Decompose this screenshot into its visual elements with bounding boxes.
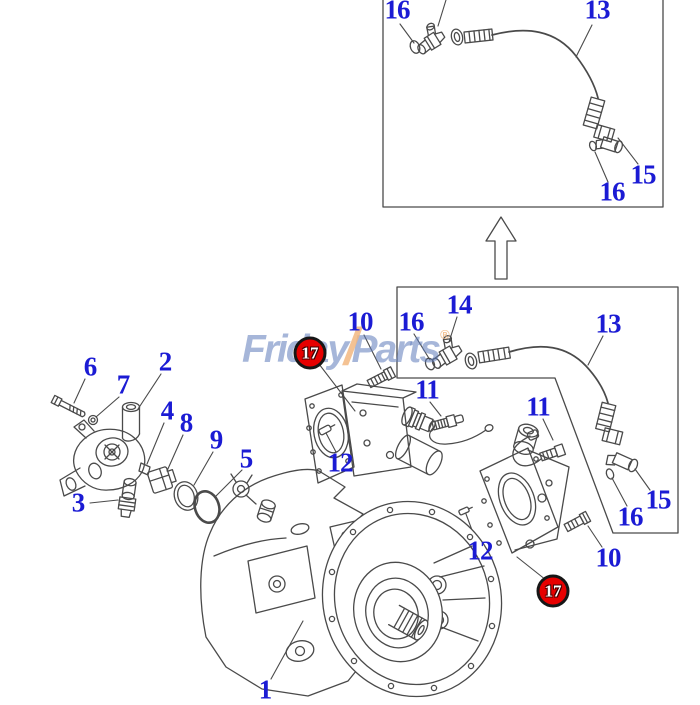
part-label-10: 10 (347, 306, 374, 337)
solenoid-drawing (401, 406, 436, 433)
valve-assembly-upper (304, 334, 494, 484)
part-label-14: 14 (446, 289, 473, 320)
o-ring-drawing (588, 140, 598, 152)
part-label-12: 12 (467, 535, 494, 566)
eyelet-clamp-drawing (230, 473, 257, 505)
part-label-2: 2 (158, 346, 172, 377)
part-label-16: 16 (599, 176, 626, 207)
part-label-11: 11 (415, 374, 439, 405)
detail-box-middle (396, 286, 679, 534)
o-ring-drawing (605, 468, 615, 480)
sensor-11-drawing (429, 414, 494, 445)
part-label-15: 15 (645, 484, 672, 515)
part-label-16: 16 (398, 306, 425, 337)
part-label-4: 4 (160, 395, 174, 426)
part-label-10: 10 (595, 542, 622, 573)
washer-7-drawing (87, 414, 99, 426)
part-label-3: 3 (71, 487, 85, 518)
part-badge-17[interactable]: 17 (536, 574, 570, 608)
part-label-16: 16 (617, 501, 644, 532)
part-label-12: 12 (327, 447, 354, 478)
gear-pump-group (50, 373, 243, 519)
cylinder-drawing (394, 434, 443, 476)
part-label-6: 6 (83, 351, 97, 382)
flange-drawing (321, 500, 503, 698)
part-label-13: 13 (584, 0, 611, 25)
part-label-9: 9 (209, 424, 223, 455)
bolt-10-drawing (366, 366, 397, 389)
plug-drawing (256, 499, 276, 523)
part-label-11: 11 (526, 391, 550, 422)
detail-box-top (382, 0, 664, 208)
part-label-16: 16 (384, 0, 411, 25)
o-ring-5-drawing (193, 490, 221, 524)
part-label-7: 7 (116, 369, 130, 400)
ring-9-drawing (173, 481, 199, 511)
sensor-11-drawing (512, 429, 567, 467)
tube-2-drawing (121, 401, 141, 442)
hose-13-drawing (464, 345, 624, 446)
elbow-fitting-14-drawing (431, 335, 463, 369)
part-label-5: 5 (239, 443, 253, 474)
bolt-10-drawing (563, 510, 592, 533)
valve-assembly-lower (458, 418, 603, 581)
part-label-13: 13 (595, 308, 622, 339)
cylinder-drawing (513, 423, 539, 455)
part-label-1: 1 (258, 674, 272, 705)
elbow-fitting-15-drawing (605, 452, 639, 473)
part-8-drawing (146, 466, 177, 494)
part-label-8: 8 (179, 407, 193, 438)
main-pump-drawing (173, 468, 503, 698)
spline-shaft-drawing (388, 604, 429, 641)
o-ring-drawing (424, 357, 436, 371)
part-label-15: 15 (630, 159, 657, 190)
part-badge-17[interactable]: 17 (293, 336, 327, 370)
bolt-6-drawing (50, 394, 86, 418)
up-arrow (485, 216, 517, 280)
plug-12-drawing (458, 506, 473, 516)
valve-3-drawing (117, 477, 137, 519)
